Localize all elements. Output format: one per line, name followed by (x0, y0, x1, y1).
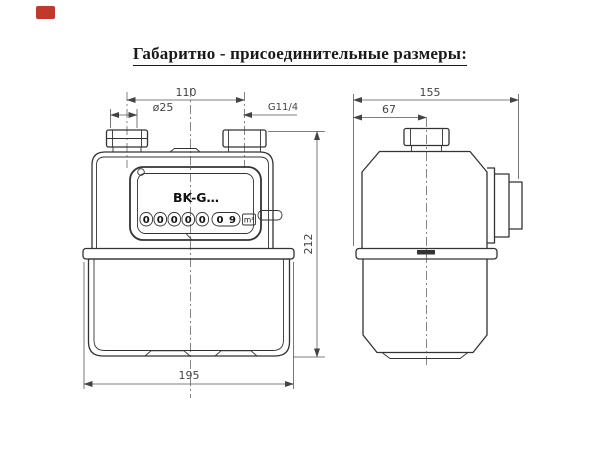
right-nozzle-neck (228, 146, 261, 153)
flange-tab (417, 250, 435, 255)
dim-110-label: 110 (176, 86, 197, 99)
display-bezel (129, 166, 262, 241)
foot-right (214, 350, 258, 357)
bezel-notch (185, 233, 193, 241)
decimal-digit: 9 (229, 215, 236, 226)
dim-195-label: 195 (179, 369, 200, 382)
front-dimensions: 110 ø25 G11/4 212 195 (83, 86, 325, 389)
dim-67-label: 67 (382, 103, 396, 116)
unit-cell (242, 213, 256, 226)
upper-casing-front (91, 151, 274, 248)
left-nozzle (105, 129, 149, 153)
page-title: Габаритно - присоединительные размеры: (0, 44, 600, 66)
seal-mark (137, 168, 145, 176)
model-label: BK-G… (173, 190, 219, 205)
side-flange (355, 247, 498, 260)
index-housing-steps (487, 167, 523, 244)
decimal-section (211, 212, 241, 227)
counter-digit: 0 (157, 215, 164, 226)
top-tab (169, 148, 201, 153)
counter-digit: 0 (199, 215, 206, 226)
dim-155-label: 155 (420, 86, 441, 99)
lower-casing-side (362, 259, 488, 354)
counter-digit: 0 (171, 215, 178, 226)
lower-casing-inner-line (93, 259, 284, 351)
front-view: BK-G… 0 0 0 0 0 0 9 m³ (82, 88, 295, 398)
right-nozzle (222, 129, 267, 153)
lower-casing-front (87, 258, 291, 357)
counter-digit: 0 (185, 215, 192, 226)
dim-212-label: 212 (302, 234, 315, 255)
unit-label: m³ (244, 215, 254, 224)
front-flange (82, 247, 295, 260)
dim-25-label: ø25 (153, 101, 174, 114)
counter-digit: 0 (143, 215, 150, 226)
display-panel (137, 173, 254, 234)
decimal-digit: 0 (217, 215, 224, 226)
side-stub (257, 210, 283, 221)
side-base (381, 352, 469, 359)
page-title-text: Габаритно - присоединительные размеры: (132, 44, 468, 66)
image-placeholder-icon (36, 6, 55, 19)
side-view (355, 118, 523, 368)
left-nozzle-neck (112, 146, 142, 153)
meter-display: BK-G… 0 0 0 0 0 0 9 m³ (129, 166, 262, 241)
foot-left (144, 350, 191, 357)
dim-thread-label: G11/4 (268, 102, 298, 113)
upper-casing-side (361, 150, 488, 249)
counter-register: 0 0 0 0 0 0 9 m³ (139, 212, 256, 227)
upper-casing-inner-line (96, 156, 269, 248)
side-dimensions: 155 67 (353, 86, 519, 246)
